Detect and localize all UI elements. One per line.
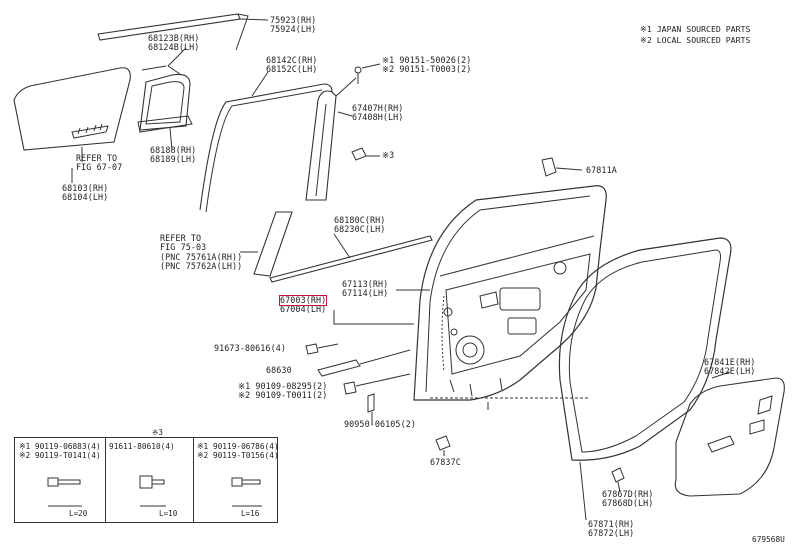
label-67113[interactable]: 67113(RH)67114(LH) [342, 279, 389, 299]
label-90151[interactable]: ※1 90151-50026(2)※2 90151-T0003(2) [382, 55, 472, 75]
table-cell-3[interactable]: ※1 90119-06786(4)※2 90119-T0156(4) L=16 [197, 442, 279, 518]
sourcing-notes: ※1 JAPAN SOURCED PARTS ※2 LOCAL SOURCED … [640, 24, 750, 46]
table-cell-3-length: L=16 [241, 509, 260, 518]
table-cell-2[interactable]: 91611-80610(4) L=10 [105, 438, 194, 522]
label-67841[interactable]: 67841E(RH)67842E(LH) [704, 357, 756, 377]
label-68188[interactable]: 68188(RH)68189(LH) [150, 145, 197, 165]
label-67871[interactable]: 67871(RH)67872(LH) [588, 519, 635, 539]
part-67841-hole-cover [674, 377, 785, 497]
part-68103-door-glass [13, 67, 131, 151]
table-cell-1[interactable]: ※1 90119-06883(4)※2 90119-T0141(4) L=20 [15, 438, 106, 522]
table-cell-2-length: L=10 [159, 509, 178, 518]
part-68180-belt-weatherstrip [269, 235, 433, 283]
part-68630-check [317, 359, 361, 377]
note-local-sourced: ※2 LOCAL SOURCED PARTS [640, 35, 751, 45]
pin-90950 [367, 393, 375, 413]
table-cell-1-length: L=20 [69, 509, 88, 518]
label-67867[interactable]: 67867D(RH)67868D(LH) [602, 489, 654, 509]
table-fastener-2 [139, 475, 166, 507]
note-japan-sourced: ※1 JAPAN SOURCED PARTS [640, 24, 751, 34]
part-67811-bracket [541, 157, 557, 177]
part-68123-quarter-glass [139, 73, 191, 131]
label-67003-highlight: 67003(RH) [278, 294, 328, 307]
label-68103[interactable]: 68103(RH)68104(LH) [62, 183, 109, 203]
part-67871-weatherstrip [558, 237, 732, 461]
label-75923[interactable]: 75923(RH)75924(LH) [270, 15, 317, 35]
label-67003[interactable]: 67003(RH)67004(LH) [278, 294, 328, 315]
table-fastener-3 [231, 477, 262, 507]
illustration-code: 679568U [752, 535, 785, 544]
label-67837[interactable]: 67837C [430, 457, 461, 467]
label-68123[interactable]: 68123B(RH)68124B(LH) [148, 33, 200, 53]
label-68180[interactable]: 68180C(RH)68230C(LH) [334, 215, 386, 235]
label-67811[interactable]: 67811A [586, 165, 617, 175]
label-91673[interactable]: 91673-80616(4) [214, 343, 286, 353]
table-fastener-1 [47, 477, 82, 507]
part-67407-frame-sash [305, 90, 337, 201]
bolt-90109 [343, 381, 357, 395]
label-68630[interactable]: 68630 [266, 365, 292, 375]
table-note: ※3 [152, 428, 163, 437]
label-clip-3[interactable]: ※3 [382, 150, 395, 160]
fastener-table: ※1 90119-06883(4)※2 90119-T0141(4) L=20 … [14, 437, 279, 523]
label-67407[interactable]: 67407H(RH)67408H(LH) [352, 103, 404, 123]
part-67837-stopper [435, 435, 451, 451]
bolt-91673 [305, 343, 319, 355]
label-90109[interactable]: ※1 90109-08295(2)※2 90109-T0011(2) [238, 381, 328, 401]
part-68142-run-channel [199, 83, 333, 211]
part-75761-garnish [253, 211, 293, 277]
label-90950[interactable]: 90950-06105(2) [344, 419, 416, 429]
label-68142[interactable]: 68142C(RH)68152C(LH) [266, 55, 318, 75]
part-67003-door-panel [413, 185, 607, 401]
